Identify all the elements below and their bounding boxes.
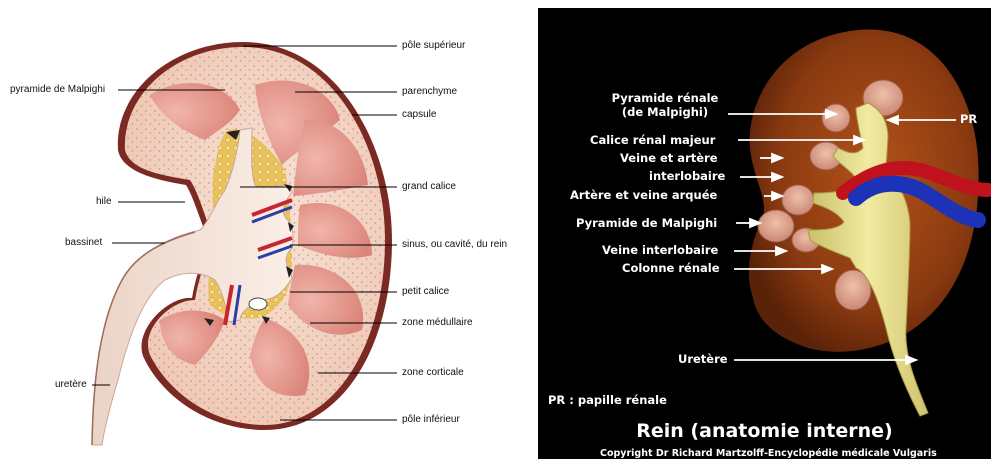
label-petit-calice: petit calice: [402, 286, 449, 298]
vessel-cross-section: [249, 298, 267, 310]
label-de-malpighi: (de Malpighi): [610, 106, 720, 119]
legend-pr: PR : papille rénale: [548, 394, 667, 407]
diagram-title: Rein (anatomie interne): [538, 420, 991, 442]
label-zone-medullaire: zone médullaire: [402, 317, 473, 329]
label-grand-calice: grand calice: [402, 181, 456, 193]
label-veine-artere: Veine et artère: [620, 152, 718, 165]
label-zone-corticale: zone corticale: [402, 367, 464, 379]
label-parenchyme: parenchyme: [402, 86, 457, 98]
label-capsule: capsule: [402, 109, 436, 121]
label-colonne-renale: Colonne rénale: [622, 262, 720, 275]
label-pole-inferieur: pôle inférieur: [402, 414, 460, 426]
kidney-section-diagram: pôle supérieur pyramide de Malpighi pare…: [0, 0, 538, 459]
kidney-3d-illustration: [538, 8, 991, 459]
label-calice-majeur: Calice rénal majeur: [590, 134, 715, 147]
label-artere-veine-arquee: Artère et veine arquée: [570, 189, 717, 202]
label-uretere: uretère: [55, 379, 87, 391]
label-pyramide-malpighi: pyramide de Malpighi: [10, 84, 105, 96]
label-pyramide-malpighi-3d: Pyramide de Malpighi: [576, 217, 717, 230]
label-uretere-3d: Uretère: [678, 353, 728, 366]
label-veine-interlobaire: Veine interlobaire: [602, 244, 718, 257]
label-pr: PR: [960, 113, 977, 126]
label-hile: hile: [96, 196, 112, 208]
copyright-text: Copyright Dr Richard Martzolff-Encyclopé…: [600, 448, 937, 459]
label-pyramide-renale: Pyramide rénale: [610, 92, 720, 105]
label-pole-superieur: pôle supérieur: [402, 40, 465, 52]
label-bassinet: bassinet: [65, 237, 102, 249]
label-sinus: sinus, ou cavité, du rein: [402, 239, 507, 251]
label-interlobaire: interlobaire: [649, 170, 725, 183]
kidney-3d-diagram: Pyramide rénale (de Malpighi) PR Calice …: [538, 8, 991, 459]
